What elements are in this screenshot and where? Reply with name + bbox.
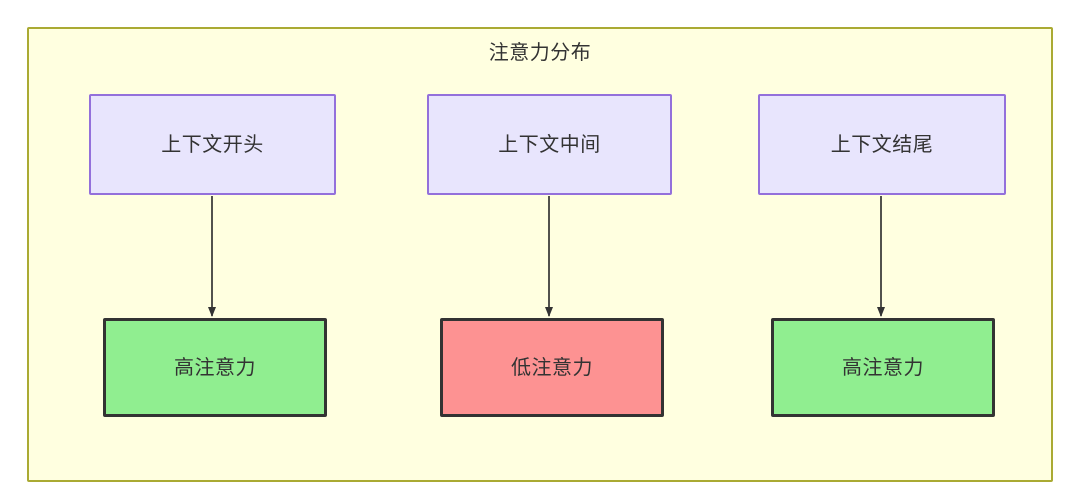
node-context-start-label: 上下文开头	[161, 133, 264, 156]
node-high-attention-start-label: 高注意力	[174, 356, 256, 379]
node-low-attention-middle[interactable]: 低注意力	[440, 318, 664, 417]
node-context-middle-label: 上下文中间	[498, 133, 601, 156]
node-high-attention-end-label: 高注意力	[842, 356, 924, 379]
node-low-attention-middle-label: 低注意力	[511, 356, 593, 379]
node-high-attention-end[interactable]: 高注意力	[771, 318, 995, 417]
node-context-end-label: 上下文结尾	[830, 133, 934, 156]
subgraph-title: 注意力分布	[488, 42, 592, 64]
node-context-start[interactable]: 上下文开头	[89, 94, 336, 195]
node-high-attention-start[interactable]: 高注意力	[103, 318, 327, 417]
node-context-end[interactable]: 上下文结尾	[758, 94, 1006, 195]
node-context-middle[interactable]: 上下文中间	[427, 94, 672, 195]
